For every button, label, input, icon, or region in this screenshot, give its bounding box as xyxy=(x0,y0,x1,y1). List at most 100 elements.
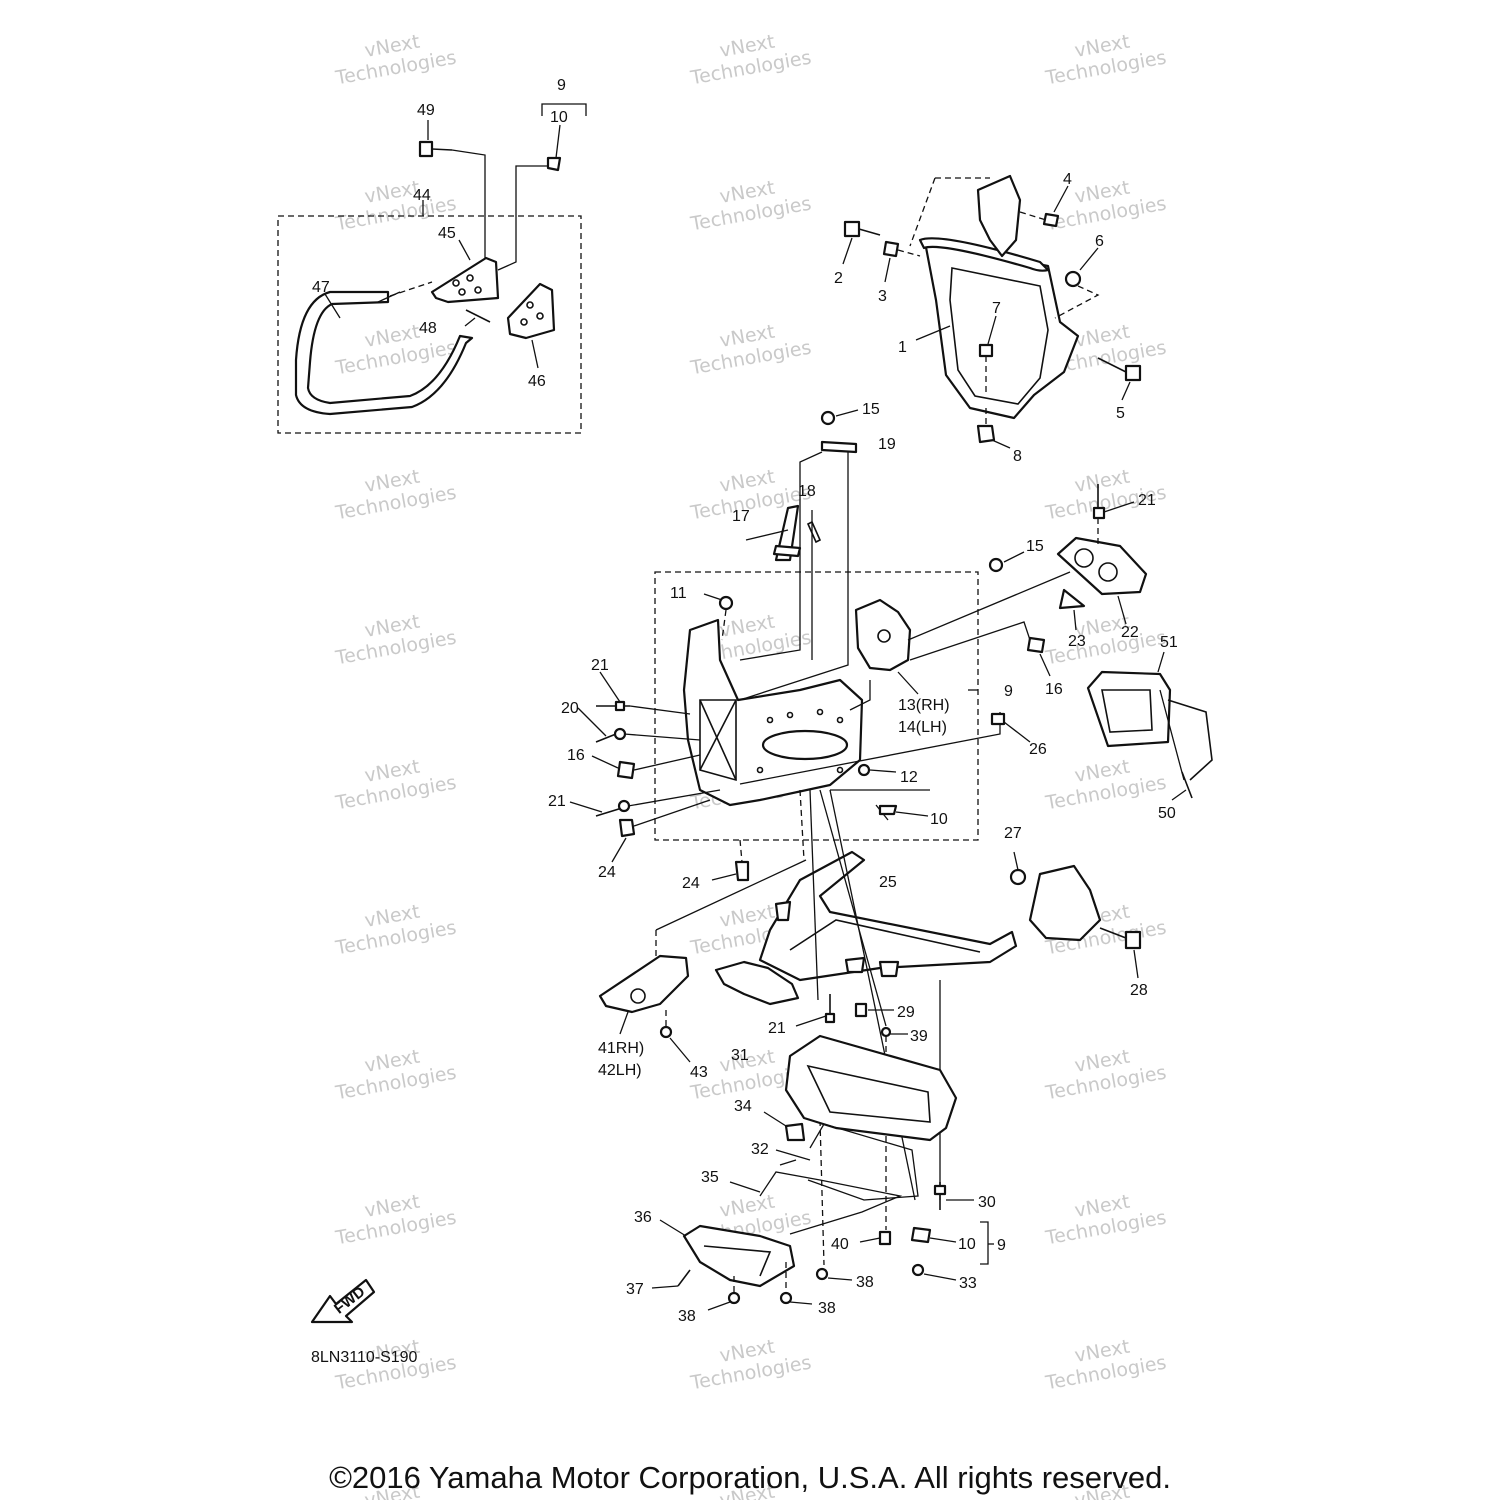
part-27-nut xyxy=(1009,868,1027,886)
part-8-nut xyxy=(976,424,996,444)
callout-36: 36 xyxy=(634,1209,652,1226)
callout-4: 4 xyxy=(1063,171,1072,188)
part-12-bolt xyxy=(857,763,871,777)
callout-45: 45 xyxy=(438,225,456,242)
part-43-bolt xyxy=(659,1025,673,1039)
part-3-nut xyxy=(882,240,900,258)
part-15-bolt-right xyxy=(988,557,1004,573)
callout-37: 37 xyxy=(626,1281,644,1298)
callout-40: 40 xyxy=(831,1236,849,1253)
part-13-14-bracket xyxy=(854,598,912,672)
part-7-bolt xyxy=(978,343,994,358)
callout-21-left-lower: 21 xyxy=(548,793,566,810)
callout-10-mid: 10 xyxy=(930,811,948,828)
part-25-chassis-frame xyxy=(758,850,1018,982)
group-9-outline xyxy=(654,571,979,841)
part-4-nut xyxy=(1042,212,1060,228)
group-44-outline xyxy=(277,215,582,434)
part-33-screw xyxy=(911,1263,925,1277)
lower-chassis xyxy=(598,789,1142,1266)
part-45-bracket xyxy=(430,256,500,304)
callout-8: 8 xyxy=(1013,448,1022,465)
part-10-clip-top xyxy=(546,156,562,172)
part-46-bracket xyxy=(506,282,556,340)
callout-17: 17 xyxy=(732,508,750,525)
callout-44: 44 xyxy=(413,187,431,204)
callout-10-top: 10 xyxy=(550,109,568,126)
callout-25: 25 xyxy=(879,874,897,891)
part-47-bumper-tube xyxy=(294,290,474,416)
part-38-screw-a xyxy=(815,1267,829,1281)
callout-layer: 49 9 10 44 45 47 48 46 4 6 2 3 7 1 5 8 1… xyxy=(311,77,1178,1366)
callout-9-mid: 9 xyxy=(1004,683,1013,700)
callout-3: 3 xyxy=(878,288,887,305)
callout-50: 50 xyxy=(1158,805,1176,822)
part-guard-top-bar xyxy=(918,237,1050,272)
callout-38-a: 38 xyxy=(856,1274,874,1291)
callout-34: 34 xyxy=(734,1098,752,1115)
callout-14-lh: 14(LH) xyxy=(898,719,947,736)
part-16-nut-right xyxy=(1026,636,1046,654)
bumper-assembly xyxy=(277,103,587,434)
callout-22: 22 xyxy=(1121,624,1139,641)
part-24-bolt-left xyxy=(618,818,636,838)
part-49-bolt xyxy=(418,140,434,158)
callout-21-upper-right: 21 xyxy=(1138,492,1156,509)
callout-2: 2 xyxy=(834,270,843,287)
callout-35: 35 xyxy=(701,1169,719,1186)
callout-16-left: 16 xyxy=(567,747,585,764)
part-23-clip xyxy=(1058,588,1086,610)
part-38-screw-b xyxy=(727,1291,741,1305)
part-39-clip xyxy=(880,1026,892,1038)
part-41-42-bracket xyxy=(598,954,690,1014)
callout-5: 5 xyxy=(1116,405,1125,422)
part-28-bolt xyxy=(1124,930,1142,950)
part-20-rivet xyxy=(613,727,627,741)
part-5-bolt xyxy=(1124,364,1142,382)
callout-9-bottom: 9 xyxy=(997,1237,1006,1254)
callout-13-rh: 13(RH) xyxy=(898,697,950,714)
part-10-clip-mid xyxy=(878,804,898,816)
callout-9-top: 9 xyxy=(557,77,566,94)
callout-32: 32 xyxy=(751,1141,769,1158)
upper-right-plate xyxy=(988,484,1148,677)
callout-24-lower: 24 xyxy=(682,875,700,892)
part-10-clip-bottom xyxy=(910,1226,932,1244)
callout-49: 49 xyxy=(417,102,435,119)
chassis-right-mount xyxy=(1028,864,1102,942)
callout-41-rh: 41RH) xyxy=(598,1040,644,1057)
guard-mount-bracket xyxy=(976,174,1022,258)
callout-20: 20 xyxy=(561,700,579,717)
frame-oval-opening xyxy=(761,729,849,761)
callout-27: 27 xyxy=(1004,825,1022,842)
skid-plate-assembly xyxy=(651,1034,994,1311)
guard-assembly xyxy=(842,174,1142,449)
callout-21-left-upper: 21 xyxy=(591,657,609,674)
part-11-bolt xyxy=(718,595,734,611)
callout-48: 48 xyxy=(419,320,437,337)
part-35-panel xyxy=(759,1171,903,1235)
callout-46: 46 xyxy=(528,373,546,390)
callout-18: 18 xyxy=(798,483,816,500)
part-34-clip xyxy=(784,1122,806,1142)
callout-6: 6 xyxy=(1095,233,1104,250)
part-31-skid-plate xyxy=(784,1034,958,1142)
part-36-guard xyxy=(682,1224,796,1288)
callout-26: 26 xyxy=(1029,741,1047,758)
callout-10-bottom: 10 xyxy=(958,1236,976,1253)
part-6-nut xyxy=(1064,270,1082,288)
